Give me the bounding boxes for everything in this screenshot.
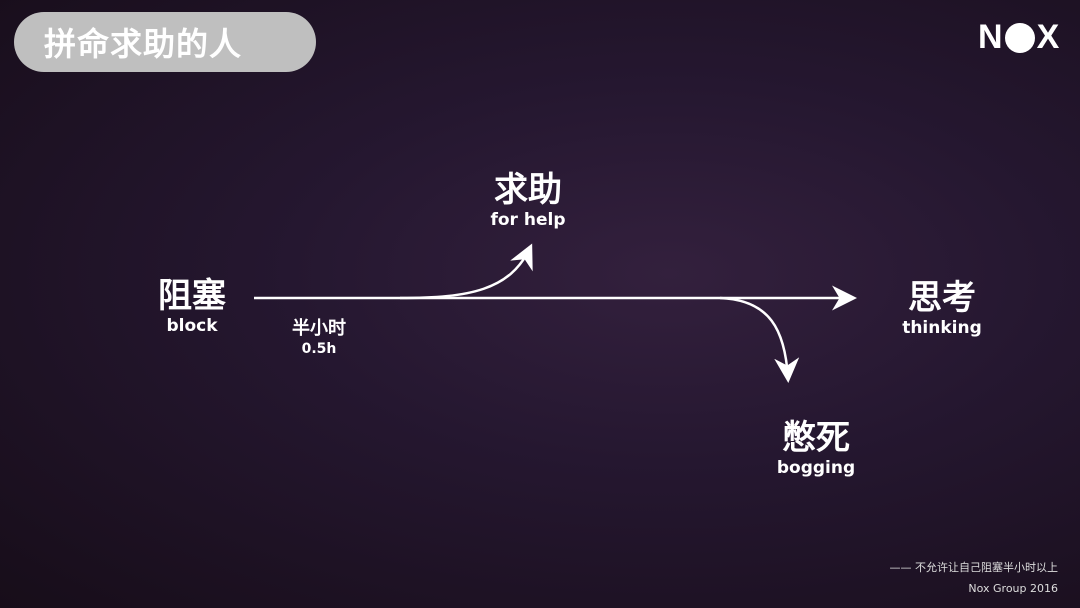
logo-arrow-icon (1004, 22, 1035, 53)
node-time: 半小时 0.5h (292, 318, 346, 357)
arrow-to-help (399, 243, 533, 300)
slide-title: 拼命求助的人 (14, 12, 316, 72)
node-thinking: 思考 thinking (902, 278, 982, 338)
node-block: 阻塞 block (158, 276, 226, 336)
node-help: 求助 for help (490, 170, 566, 230)
footer-quote: —— 不允许让自己阻塞半小时以上 (889, 561, 1059, 574)
footer-credit: Nox Group 2016 (968, 582, 1058, 595)
arrow-to-bogging (719, 296, 800, 383)
node-bogging: 憋死 bogging (776, 418, 856, 478)
